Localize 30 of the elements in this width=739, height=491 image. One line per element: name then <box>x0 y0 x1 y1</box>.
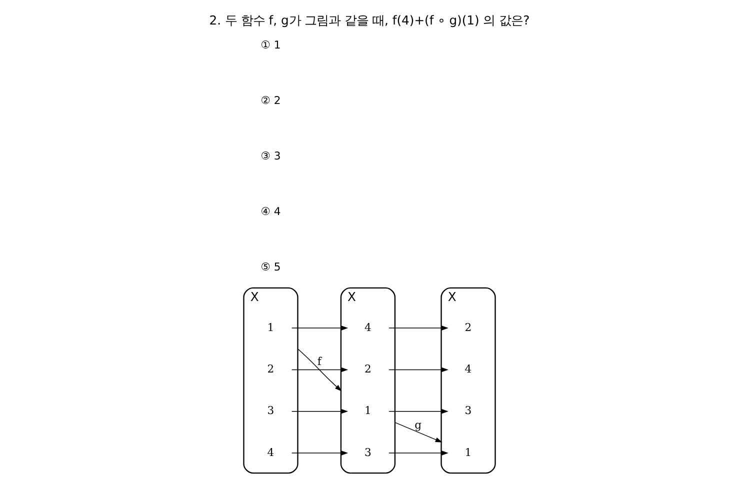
label: ③ 3 <box>260 150 281 163</box>
node-text: 2 <box>464 320 472 334</box>
arrow <box>388 408 448 414</box>
arrow <box>291 408 348 414</box>
arrow <box>291 367 348 372</box>
label: ② 2 <box>260 94 281 108</box>
node-text: 4 <box>464 362 472 376</box>
arrow <box>291 450 348 456</box>
label: ⑤ 5 <box>260 260 281 274</box>
arrow <box>388 326 448 330</box>
arrow <box>291 326 348 330</box>
diagram-title: 2. 두 함수 f, g가 그림과 같을 때, f(4)+(f ∘ g)(1) 의 값은? <box>209 14 530 28</box>
label: ④ 4 <box>260 205 281 218</box>
node-text: 4 <box>267 446 274 459</box>
node-text: 1 <box>267 320 274 334</box>
node-text: 1 <box>464 446 472 459</box>
edge-label: g <box>414 418 422 432</box>
node-text: 1 <box>364 404 372 418</box>
node-text: 4 <box>364 320 372 334</box>
label: ① 1 <box>260 38 281 52</box>
arrow <box>388 450 448 456</box>
node-text: 3 <box>364 446 372 459</box>
arrow <box>388 367 448 372</box>
arrow <box>297 348 342 392</box>
arrow <box>394 422 442 442</box>
node-text: 2 <box>267 362 274 376</box>
node-text: 2 <box>364 362 372 376</box>
node-text: 3 <box>464 404 472 418</box>
node-text: 3 <box>267 404 274 418</box>
edge-label: f <box>317 355 322 368</box>
